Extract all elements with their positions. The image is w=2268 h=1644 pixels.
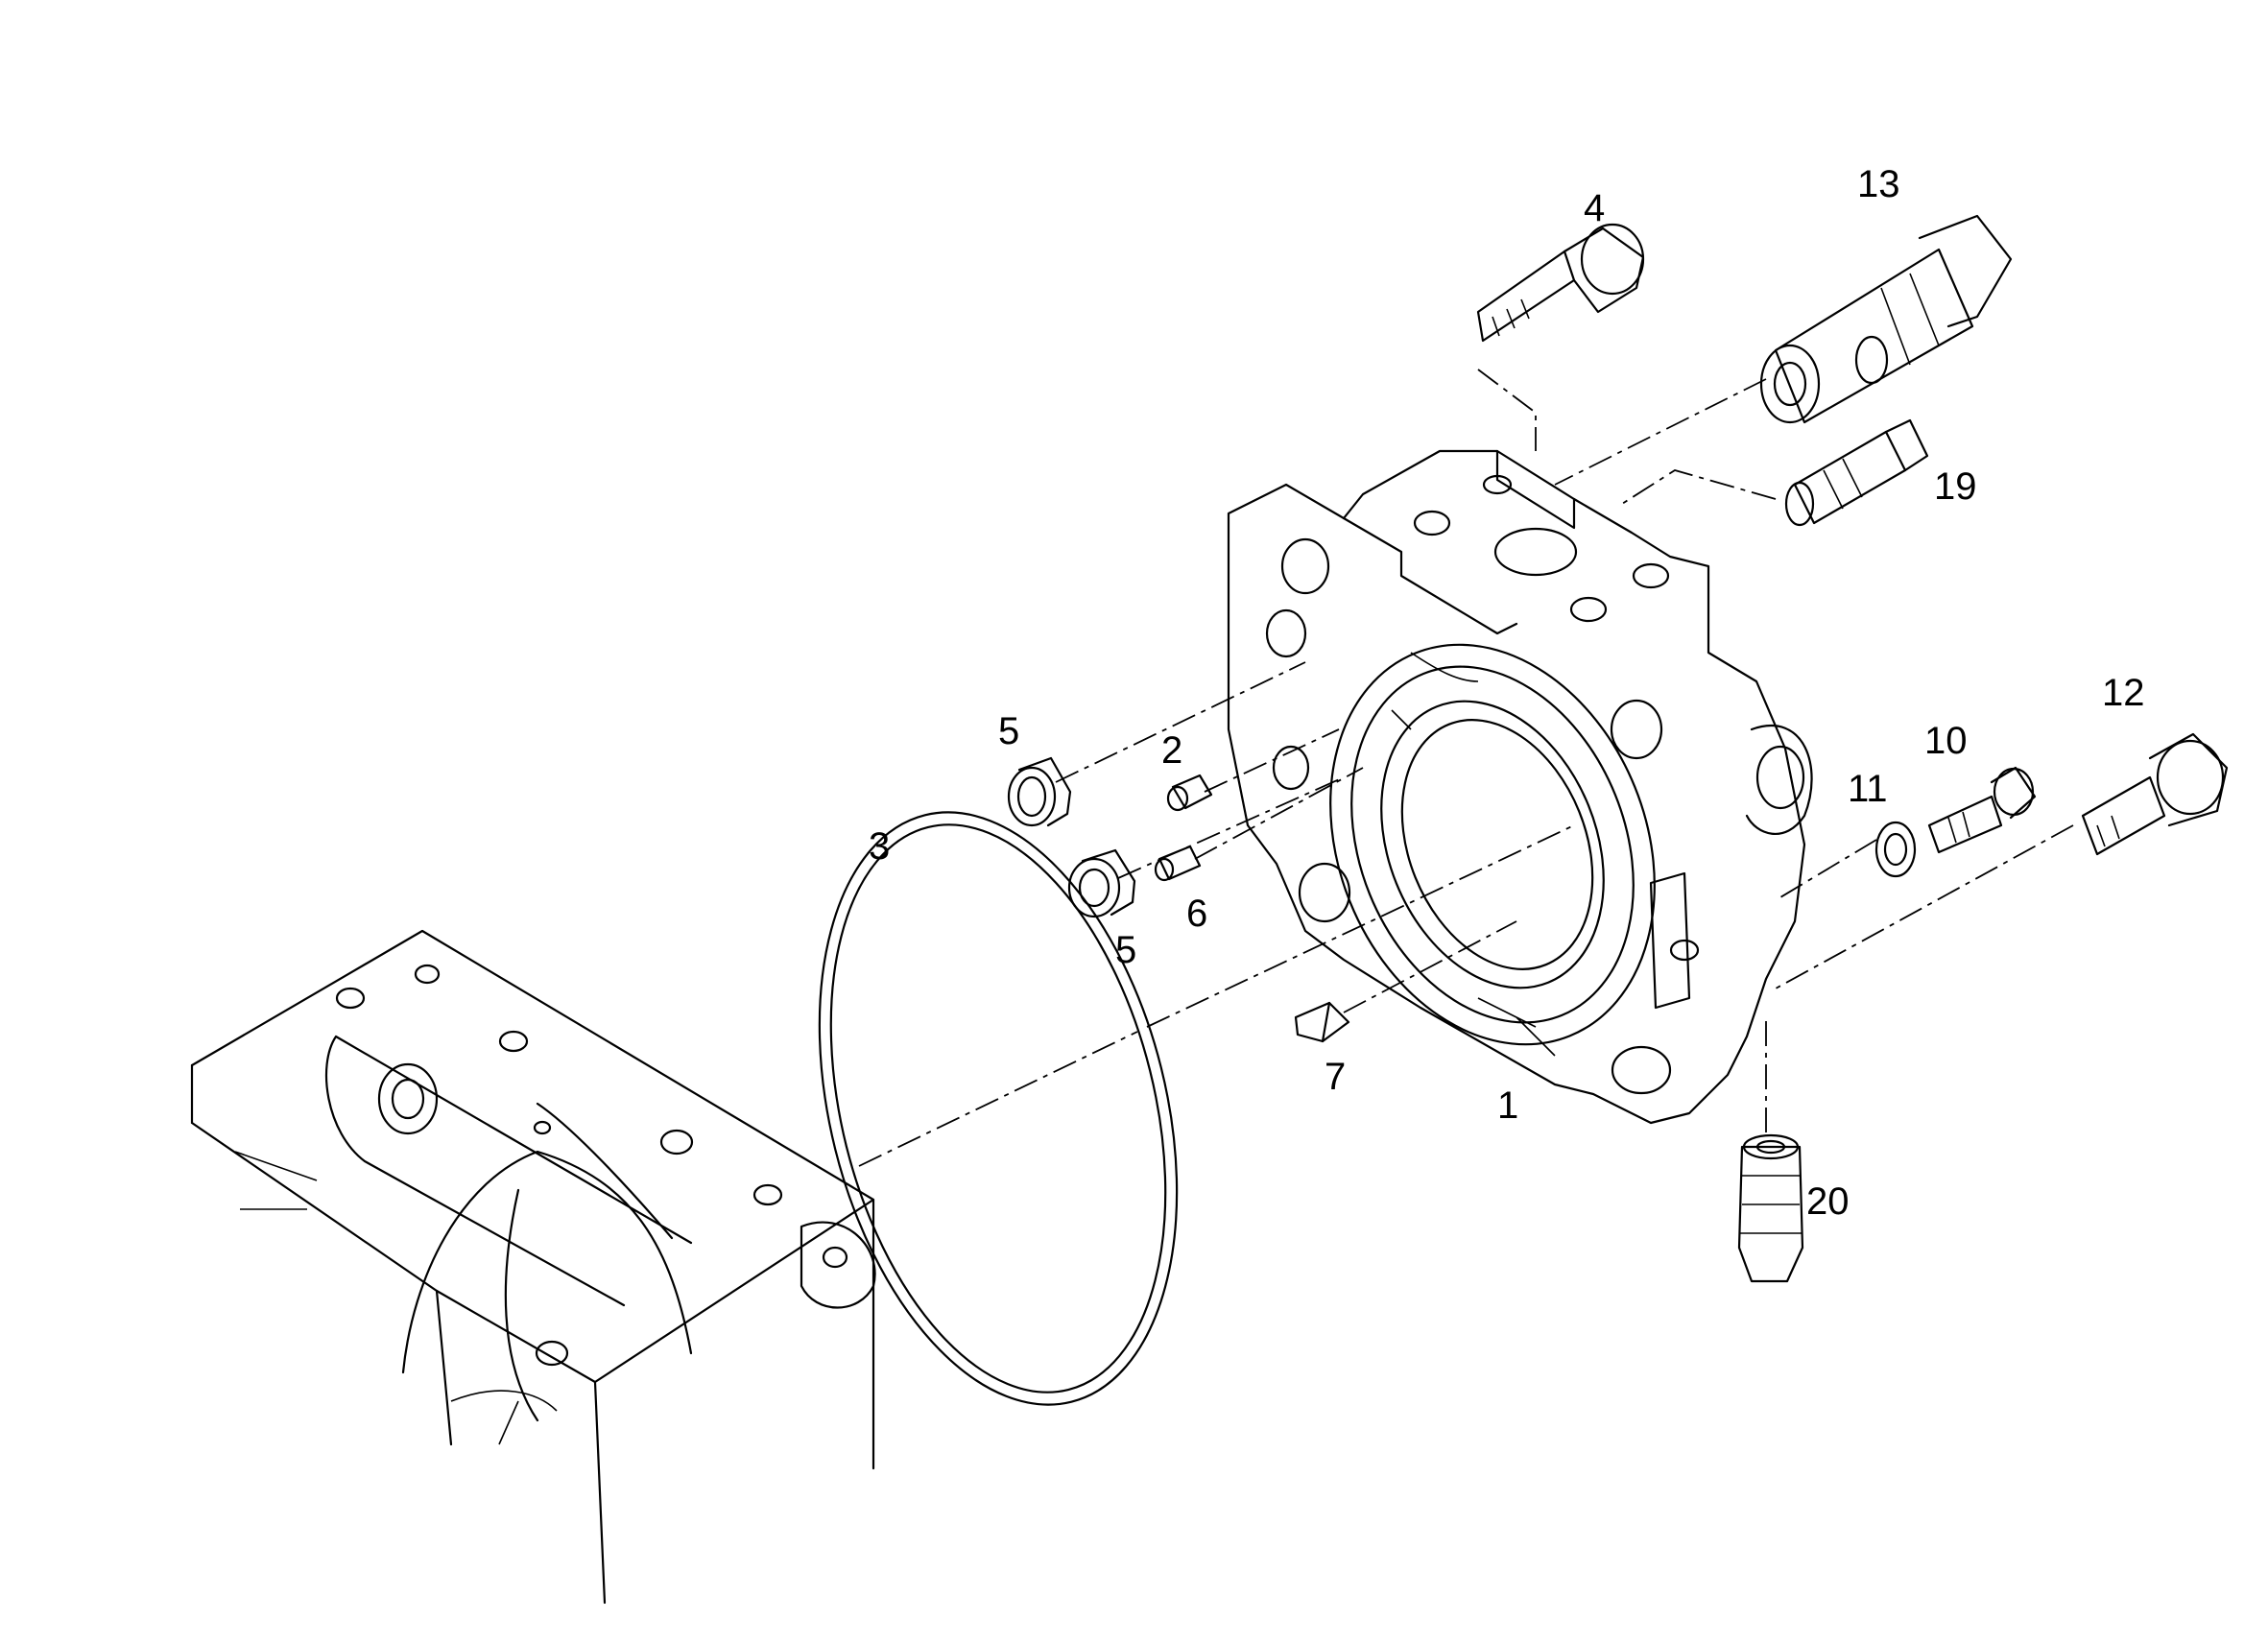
callout-6: 6 <box>1186 893 1207 935</box>
valve-13 <box>1759 214 2013 424</box>
callouts: 1 2 3 4 5 5 6 7 10 11 12 13 19 20 <box>869 163 2145 1223</box>
pump-housing <box>190 929 876 1605</box>
callout-1: 1 <box>1497 1084 1518 1127</box>
callout-4: 4 <box>1584 187 1605 229</box>
screw-12 <box>2081 732 2229 856</box>
valve-20 <box>1737 1133 1804 1283</box>
callout-7: 7 <box>1325 1056 1346 1098</box>
callout-11: 11 <box>1848 768 1888 810</box>
screw-4 <box>1476 223 1645 343</box>
bushing-5-upper <box>1007 756 1072 827</box>
leader-lines <box>858 369 2074 1167</box>
key-7 <box>1294 1001 1350 1043</box>
callout-13: 13 <box>1857 163 1900 205</box>
plug-2 <box>1166 774 1213 812</box>
callout-19: 19 <box>1934 465 1977 508</box>
valve-19 <box>1784 418 1929 527</box>
callout-20: 20 <box>1806 1180 1850 1223</box>
callout-2: 2 <box>1161 729 1182 772</box>
callout-5-upper: 5 <box>998 710 1019 752</box>
o-ring-3 <box>818 811 1179 1406</box>
bushing-5-lower <box>1067 848 1136 918</box>
seal-11 <box>1874 821 1917 878</box>
callout-3: 3 <box>869 825 890 868</box>
port-plate-1 <box>1227 449 1813 1125</box>
callout-12: 12 <box>2102 672 2145 714</box>
screw-10 <box>1927 766 2037 854</box>
callout-10: 10 <box>1924 720 1968 762</box>
callout-5-lower: 5 <box>1115 929 1136 971</box>
